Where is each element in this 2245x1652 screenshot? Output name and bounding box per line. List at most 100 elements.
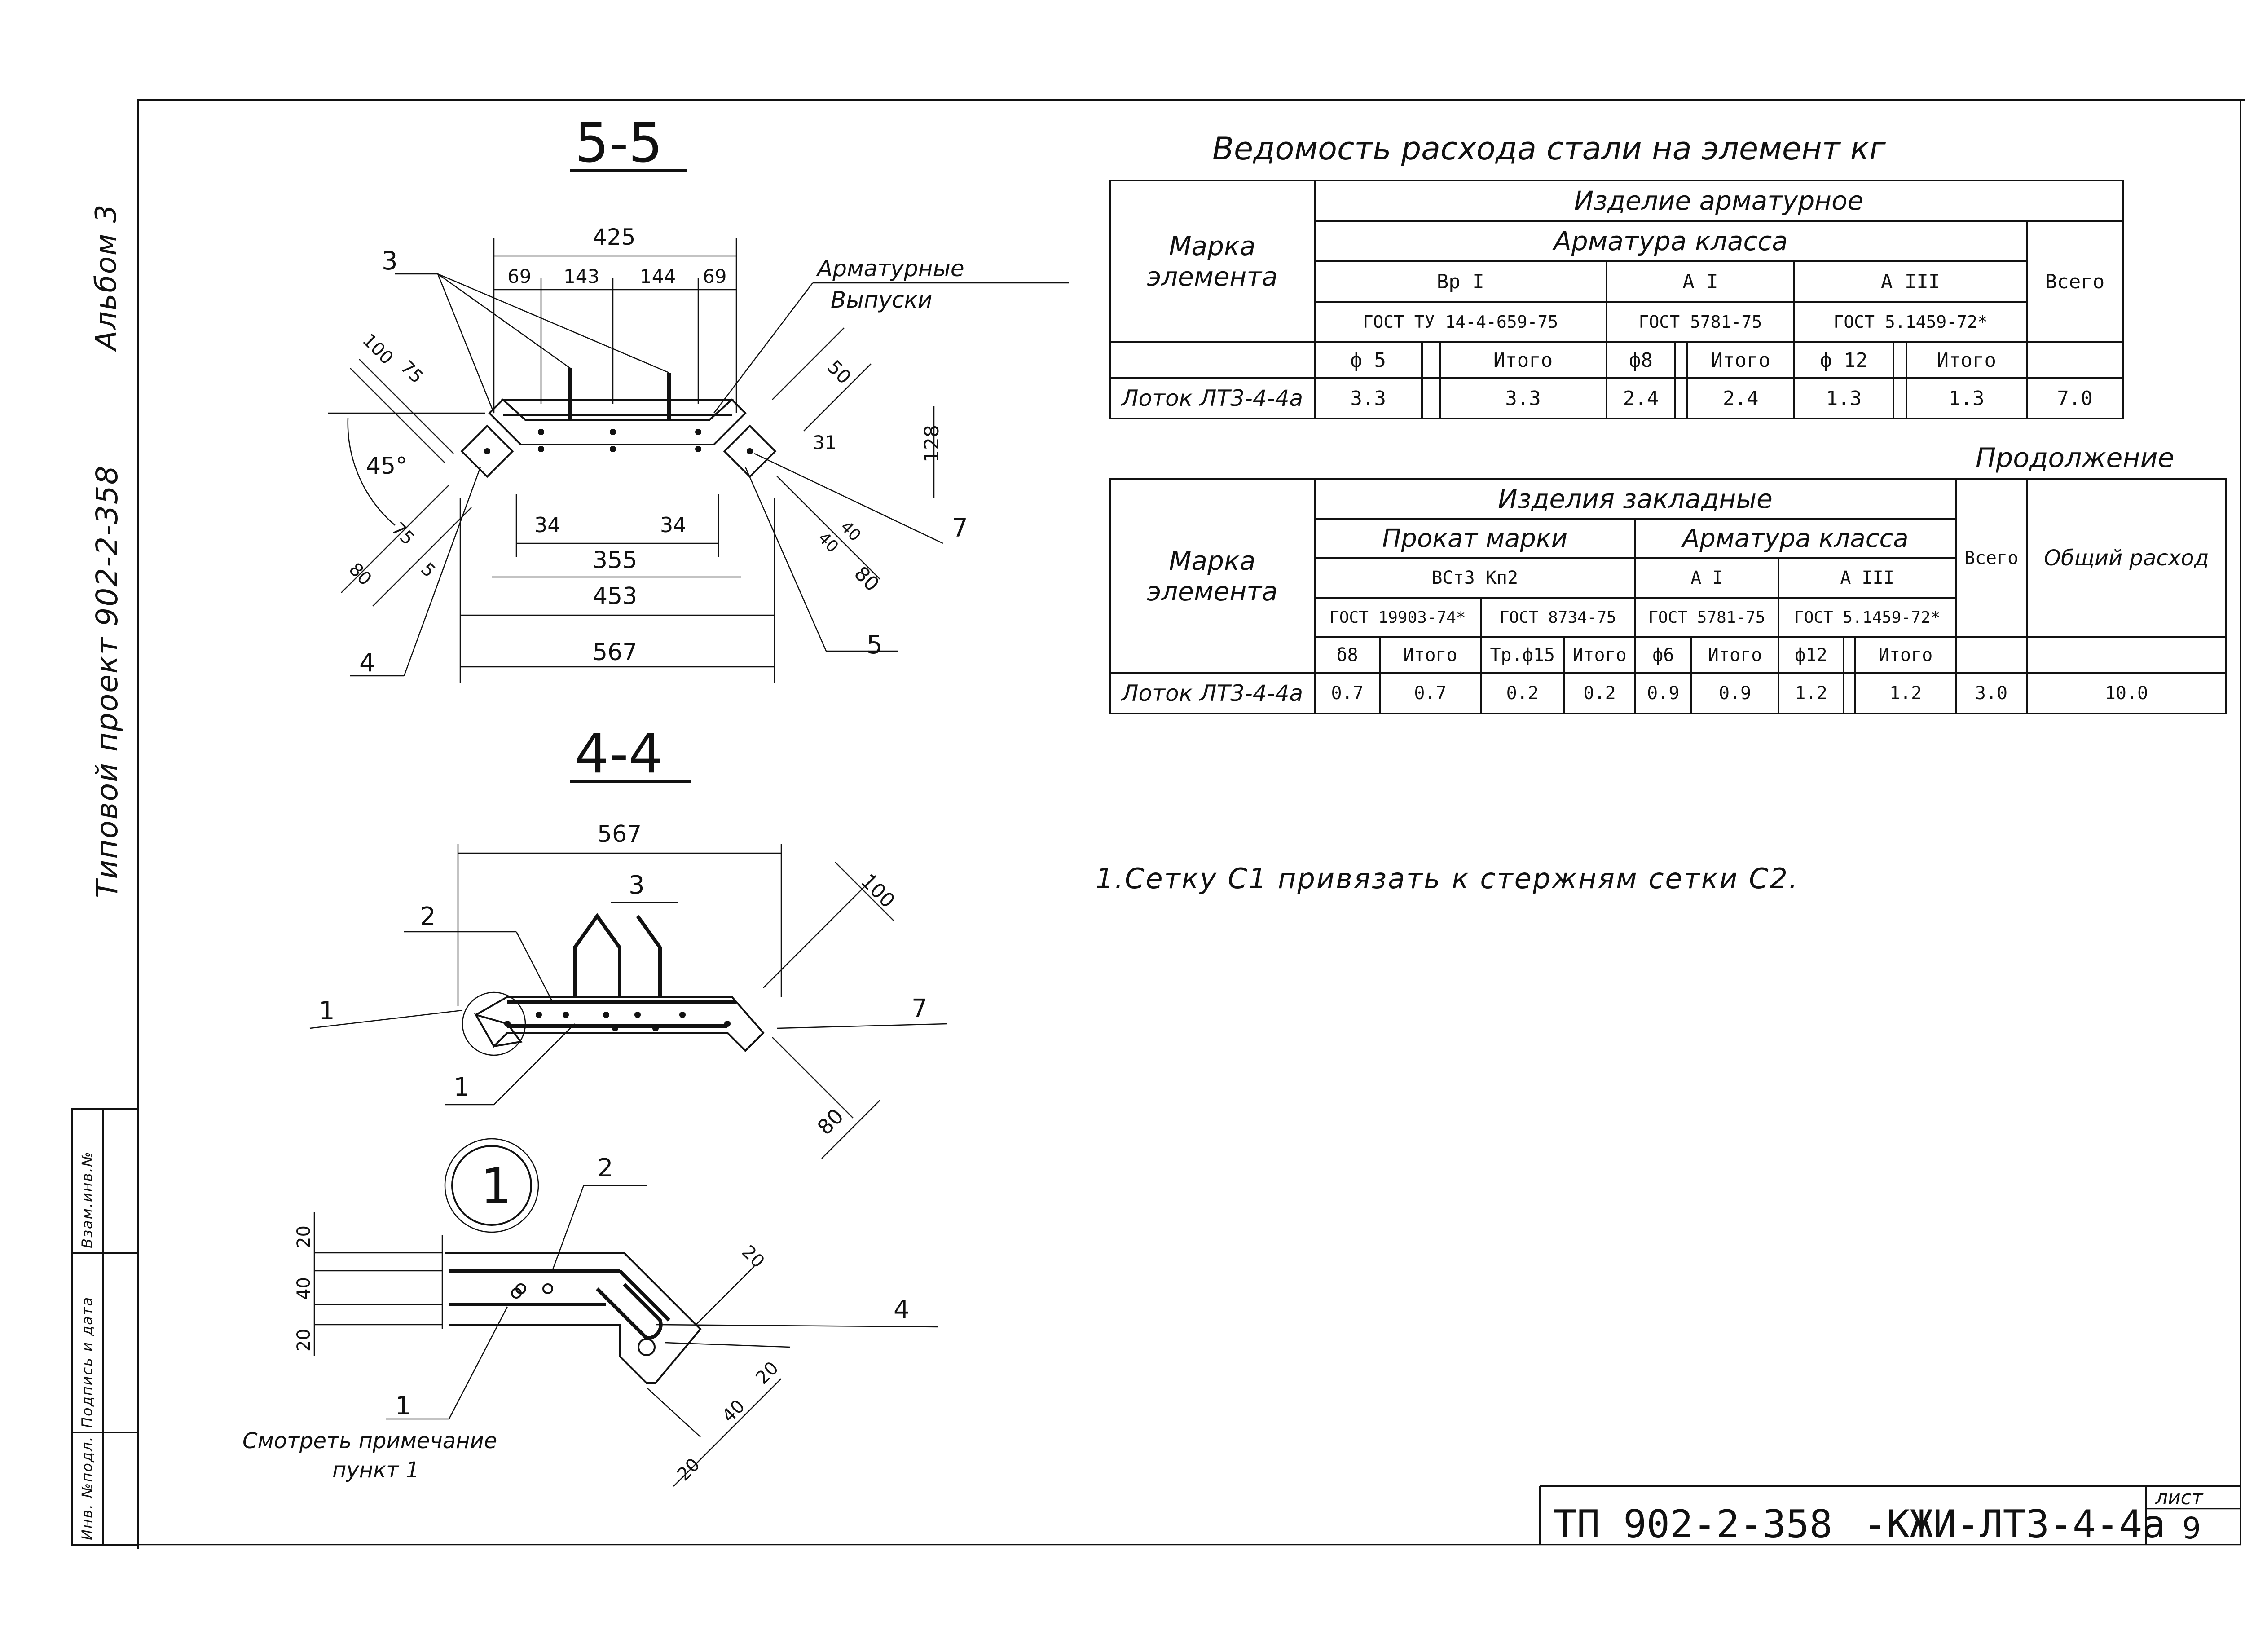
- t2-v1: 0.7: [1313, 672, 1381, 714]
- side-project: Типовой проект 902-2-358: [90, 465, 124, 898]
- leader-4: 4: [359, 648, 375, 678]
- dim-100: 100: [358, 330, 397, 369]
- leader-vypuski: Выпуски: [831, 287, 932, 313]
- dim-144: 144: [640, 265, 676, 287]
- section-4-4-title: 4-4: [575, 723, 663, 785]
- t2-v9: 3.0: [1955, 672, 2028, 714]
- t2-v7: 1.2: [1778, 672, 1844, 714]
- section-5-5: 5-5 425 69 143 144 69: [328, 112, 1069, 683]
- side-album: Альбом 3: [90, 203, 123, 350]
- t1-sub-5: ф 12: [1793, 341, 1894, 379]
- titleblock-sheet-number: 9: [2182, 1511, 2201, 1546]
- dim-5: 5: [417, 559, 440, 582]
- dim-69b: 69: [703, 265, 726, 287]
- t1-v3: 2.4: [1605, 377, 1677, 419]
- t2-total-header: Всего: [1955, 478, 2028, 638]
- stamp-inv: Инв. №подл.: [79, 1436, 96, 1540]
- dim-100-b: 100: [856, 870, 899, 912]
- steel-table-2: Марка элемента Изделия закладные Всего О…: [1109, 478, 2227, 714]
- t1-row: Лоток ЛТ3-4-4а 3.3 3.3 2.4 2.4 1.3 1.3 7…: [1109, 377, 2124, 419]
- dim-355: 355: [593, 547, 637, 574]
- t2-v8: 1.2: [1854, 672, 1957, 714]
- dim-det-20a: 20: [294, 1225, 314, 1248]
- t1-sub-2: Итого: [1439, 341, 1607, 379]
- dim-128: 128: [920, 425, 943, 463]
- t2-armatura: Арматура класса: [1634, 518, 1957, 559]
- t1-class: Арматура класса: [1314, 220, 2028, 262]
- leader-3: 3: [382, 247, 398, 276]
- note-text: 1.Сетку С1 привязать к стержням сетки С2…: [1096, 862, 1799, 895]
- t2-class-a3: А III: [1778, 557, 1957, 599]
- leader-4-4-1a: 1: [319, 996, 335, 1026]
- dim-det-20d: 20: [752, 1358, 783, 1389]
- t2-gost-4: ГОСТ 5.1459-72*: [1778, 597, 1957, 638]
- t2-v5: 0.9: [1634, 672, 1693, 714]
- t2-sub-2: Итого: [1379, 636, 1482, 674]
- titleblock-mark: -КЖИ-ЛТ3-4-4а: [1863, 1502, 2166, 1547]
- dim-425: 425: [593, 224, 635, 250]
- t1-v7: 7.0: [2025, 377, 2124, 419]
- dim-31: 31: [813, 432, 836, 454]
- detail-note-2: пункт 1: [332, 1458, 419, 1483]
- t1-sub-6: Итого: [1905, 341, 2028, 379]
- dim-453: 453: [593, 583, 637, 610]
- t1-total-header: Всего: [2025, 220, 2124, 343]
- t2-sub-4: Итого: [1563, 636, 1636, 674]
- dim-143: 143: [563, 265, 599, 287]
- t1-v6: 1.3: [1905, 377, 2028, 419]
- t1-gost-2: ГОСТ 5781-75: [1605, 301, 1796, 343]
- leader-4-4-1b: 1: [453, 1073, 470, 1102]
- t2-v6: 0.9: [1690, 672, 1780, 714]
- leader-4-4-2: 2: [420, 902, 436, 931]
- section-5-5-title: 5-5: [575, 112, 663, 175]
- leader-det-4: 4: [894, 1295, 910, 1324]
- t2-mark-header: Марка элемента: [1109, 478, 1316, 674]
- continuation-label: Продолжение: [1976, 442, 2175, 474]
- t1-v2: 3.3: [1439, 377, 1607, 419]
- leader-armatura: Арматурные: [816, 256, 964, 282]
- leader-det-2: 2: [597, 1154, 613, 1183]
- t1-sub-4: Итого: [1686, 341, 1796, 379]
- t1-sub-1: ф 5: [1314, 341, 1423, 379]
- t2-row-mark: Лоток ЛТ3-4-4а: [1109, 672, 1316, 714]
- table1-title: Ведомость расхода стали на элемент кг: [1212, 130, 1886, 167]
- t2-sub-6: Итого: [1690, 636, 1780, 674]
- dim-det-20b: 20: [294, 1329, 314, 1352]
- dim-69a: 69: [507, 265, 531, 287]
- t1-class-vr: Вр I: [1314, 260, 1607, 303]
- t1-v5: 1.3: [1793, 377, 1894, 419]
- t2-izdelia: Изделия закладные: [1313, 478, 1957, 520]
- dim-det-40: 40: [294, 1277, 314, 1300]
- t1-gost-3: ГОСТ 5.1459-72*: [1793, 301, 2028, 343]
- dim-80b: 80: [850, 562, 884, 596]
- dim-det-40b: 40: [718, 1396, 749, 1427]
- detail-circle-number: 1: [480, 1158, 512, 1215]
- dim-80-b: 80: [813, 1104, 849, 1140]
- left-stamp: [71, 1108, 139, 1546]
- t2-v2: 0.7: [1379, 672, 1482, 714]
- dim-567: 567: [593, 639, 637, 666]
- t2-prokat: Прокат марки: [1314, 518, 1636, 559]
- t2-sub-1: δ8: [1313, 636, 1381, 674]
- detail-1: 1 20 40 20 20 20 40 20 2 4 1: [242, 1138, 939, 1487]
- t2-class-a1: А I: [1634, 557, 1780, 599]
- title-block: [1539, 1485, 2241, 1545]
- t1-v4: 2.4: [1686, 377, 1796, 419]
- dim-75: 75: [396, 357, 427, 388]
- t1-mark-header: Марка элемента: [1109, 180, 1316, 343]
- detail-note-1: Смотреть примечание: [242, 1428, 497, 1454]
- t2-sub-7: ф12: [1778, 636, 1844, 674]
- titleblock-sheet-label: лист: [2155, 1486, 2203, 1509]
- t2-total-all: Общий расход: [2025, 478, 2227, 638]
- dim-det-20e: 20: [674, 1454, 704, 1485]
- t1-izdelie: Изделие арматурное: [1314, 180, 2124, 222]
- t1-gost-1: ГОСТ ТУ 14-4-659-75: [1314, 301, 1607, 343]
- stamp-signature: Подпись и дата: [79, 1296, 96, 1428]
- titleblock-code: ТП 902-2-358: [1554, 1502, 1833, 1547]
- leader-5: 5: [867, 630, 883, 660]
- t2-gost-2: ГОСТ 8734-75: [1479, 597, 1636, 638]
- dim-40: 40: [814, 529, 842, 556]
- t2-gost-3: ГОСТ 5781-75: [1634, 597, 1780, 638]
- section-4-4: 4-4 567 100 80 3 2 1 1: [309, 723, 948, 1159]
